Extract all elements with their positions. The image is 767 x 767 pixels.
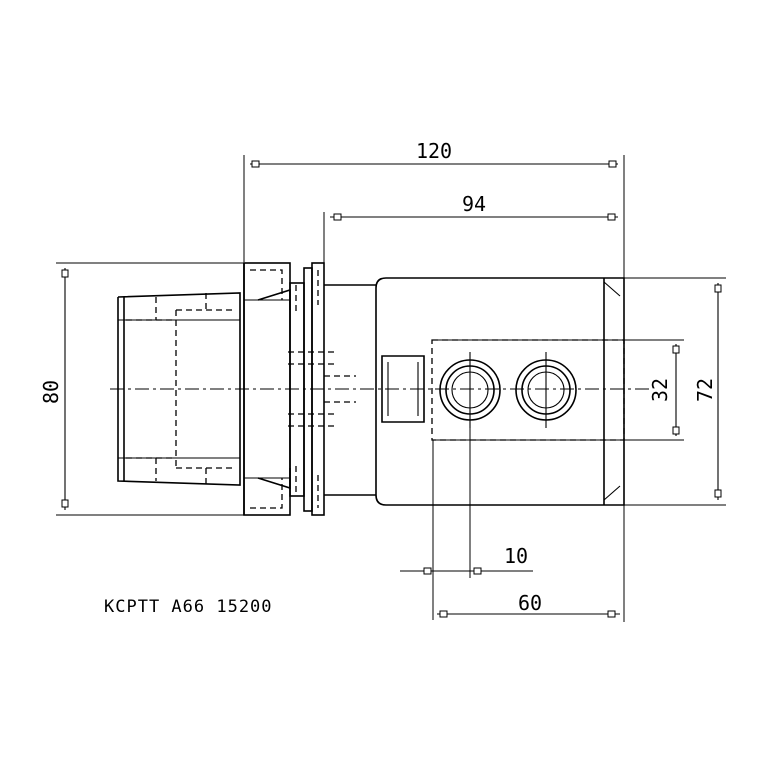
body	[375, 277, 625, 506]
port-right	[515, 352, 577, 428]
dimension-94-label: 94	[462, 192, 486, 216]
dimension-80-label: 80	[39, 380, 63, 404]
dimension-72-label: 72	[693, 378, 717, 402]
part-code: KCPTT A66 15200	[104, 597, 273, 617]
dimension-80: 80	[39, 262, 244, 516]
dimension-10: 10	[400, 370, 533, 620]
dimension-120-label: 120	[416, 139, 452, 163]
dimension-10-label: 10	[504, 544, 528, 568]
dimension-72: 72	[624, 277, 726, 506]
dimension-32-label: 32	[648, 378, 672, 402]
dimension-60-label: 60	[518, 591, 542, 615]
dimension-120: 120	[243, 139, 625, 278]
port-left	[439, 352, 501, 428]
dimension-94: 94	[323, 192, 618, 268]
dimension-60: 60	[437, 505, 625, 622]
shank	[117, 262, 376, 516]
